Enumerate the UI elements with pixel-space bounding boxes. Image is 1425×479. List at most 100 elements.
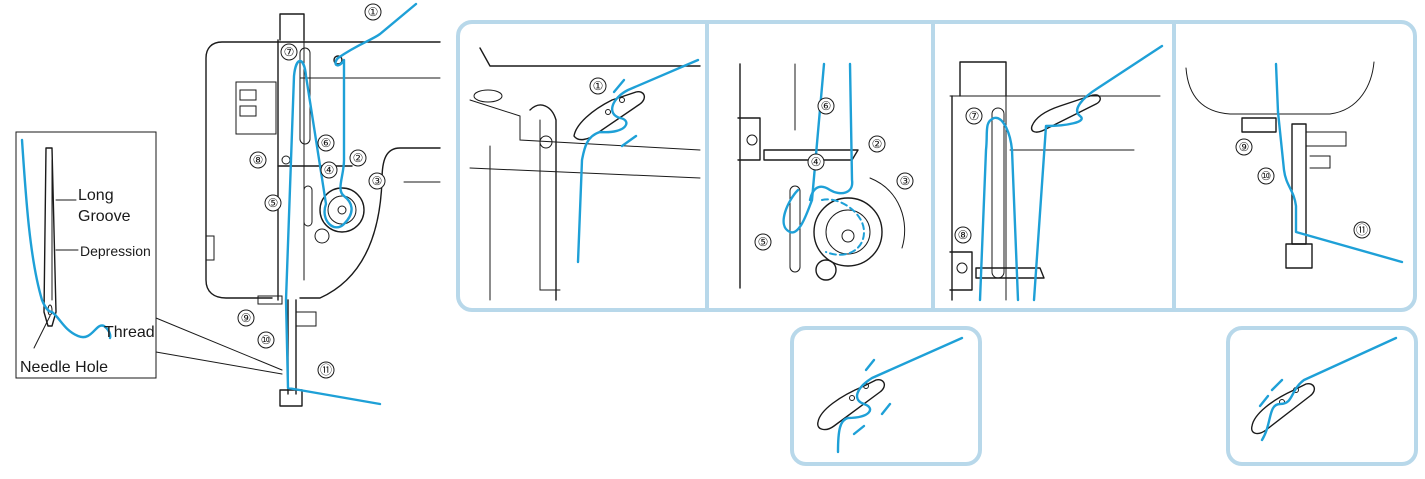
label-groove: Groove <box>78 208 131 225</box>
step-marker-3: ③ <box>368 172 386 190</box>
panelD-thread-top <box>1274 62 1280 114</box>
svg-text:①: ① <box>368 5 379 19</box>
panelA-arrow-2 <box>620 134 638 148</box>
leader-needle-hole <box>33 315 51 349</box>
panelA-pivot <box>539 135 553 149</box>
panelC-thread-guide <box>1030 94 1101 133</box>
svg-text:⑨: ⑨ <box>1239 140 1250 154</box>
machine-tension-tower <box>279 13 305 41</box>
step-marker-2: ② <box>349 149 367 167</box>
panelB-tension-dial-inner <box>825 209 871 255</box>
guide-right-hook <box>1251 382 1316 435</box>
panelB-check-spring <box>789 185 801 273</box>
panelD-screw <box>1309 155 1331 169</box>
svg-text:⑦: ⑦ <box>284 45 295 59</box>
panelA-hole <box>473 89 503 103</box>
panelB-dial-cover <box>869 177 906 249</box>
panelB-tension-dial-center <box>841 229 855 243</box>
svg-text:①: ① <box>593 79 604 93</box>
svg-text:⑧: ⑧ <box>253 153 264 167</box>
panelD-presser-bar <box>1291 123 1307 245</box>
panelC-tower <box>959 61 1007 97</box>
panelC-step-marker-8: ⑧ <box>954 226 972 244</box>
panelB-screw <box>746 134 758 146</box>
panelA-guide-hook <box>573 90 646 141</box>
machine-tension-dial-inner <box>327 195 357 225</box>
svg-text:⑪: ⑪ <box>320 363 332 377</box>
svg-text:②: ② <box>872 137 883 151</box>
panel-needle <box>1185 61 1404 269</box>
panelB-step-marker-6: ⑥ <box>817 97 835 115</box>
machine-check-spring <box>303 185 313 227</box>
label-thread: Thread <box>104 324 155 341</box>
guide-left-hook <box>817 378 886 431</box>
panelB-thread-dashed <box>821 198 866 256</box>
machine-side-tab <box>205 235 215 261</box>
panelB-step-marker-2: ② <box>868 135 886 153</box>
svg-text:②: ② <box>353 151 364 165</box>
panelA-lever-side <box>539 119 561 291</box>
machine-thread-guide <box>333 55 343 65</box>
guide-right-thread <box>1260 336 1398 442</box>
guide-left-arrow-3 <box>852 424 866 436</box>
step-marker-5: ⑤ <box>264 194 282 212</box>
step-marker-9: ⑨ <box>237 309 255 327</box>
needle-thread-line <box>20 138 112 340</box>
panelA-thread <box>576 58 700 264</box>
svg-text:⑩: ⑩ <box>261 333 272 347</box>
machine-thread-path <box>284 2 418 406</box>
svg-text:⑥: ⑥ <box>821 99 832 113</box>
panelB-thread-out <box>808 62 854 202</box>
panelB-tension-dial <box>813 197 883 267</box>
panelD-needle-clamp <box>1241 117 1277 133</box>
panelD-presser-foot <box>1285 243 1313 269</box>
guide-left-arrow-2 <box>880 402 892 416</box>
panelA-top-edge <box>479 47 701 67</box>
panelB-thread-in <box>782 62 826 234</box>
svg-text:⑤: ⑤ <box>758 235 769 249</box>
guide-detail-right <box>1251 336 1398 442</box>
needle-detail: Long Groove Depression Thread Needle Hol… <box>15 131 283 379</box>
svg-text:④: ④ <box>811 155 822 169</box>
guide-detail-box-left <box>790 326 982 466</box>
svg-text:⑦: ⑦ <box>969 109 980 123</box>
guide-detail-left <box>817 336 964 454</box>
needle-detail-frame <box>15 131 157 379</box>
panelC-guide-plate <box>975 267 1045 279</box>
step-marker-6: ⑥ <box>317 134 335 152</box>
machine-screw <box>281 155 291 165</box>
svg-text:③: ③ <box>372 174 383 188</box>
machine-tension-dial <box>319 187 365 233</box>
machine-overview <box>205 2 441 407</box>
panelD-thread-path <box>1276 110 1404 264</box>
panelB-step-marker-3: ③ <box>896 172 914 190</box>
panel-thread-guide <box>469 47 701 301</box>
guide-right-arrow-2 <box>1258 394 1270 408</box>
machine-head-curve <box>299 147 441 299</box>
label-needle-hole: Needle Hole <box>20 359 108 376</box>
label-long: Long <box>78 187 114 204</box>
panelC-step-marker-7: ⑦ <box>965 107 983 125</box>
panelD-step-marker-9: ⑨ <box>1235 138 1253 156</box>
guide-left-arrow-1 <box>864 358 876 372</box>
guide-right-arrow-1 <box>1270 378 1284 392</box>
panelA-face-edge <box>469 99 701 151</box>
panelC-screw <box>956 262 968 274</box>
panelC-takeup-slot <box>991 107 1005 279</box>
step-marker-10: ⑩ <box>257 331 275 349</box>
machine-knob <box>314 228 330 244</box>
panel-tension <box>737 62 906 289</box>
machine-body-outline <box>205 41 441 299</box>
panelA-arrow-1 <box>612 78 626 94</box>
step-marker-8: ⑧ <box>249 151 267 169</box>
machine-panel <box>235 81 277 135</box>
machine-needle-clamp <box>257 295 283 305</box>
step-marker-7: ⑦ <box>280 43 298 61</box>
panelA-guide-hole-2 <box>605 109 611 115</box>
panelB-knob <box>815 259 837 281</box>
step-marker-11: ⑪ <box>317 361 335 379</box>
guide-left-hole-2 <box>849 395 855 401</box>
needle-shape <box>43 147 57 327</box>
panelC-bracket <box>949 251 973 291</box>
